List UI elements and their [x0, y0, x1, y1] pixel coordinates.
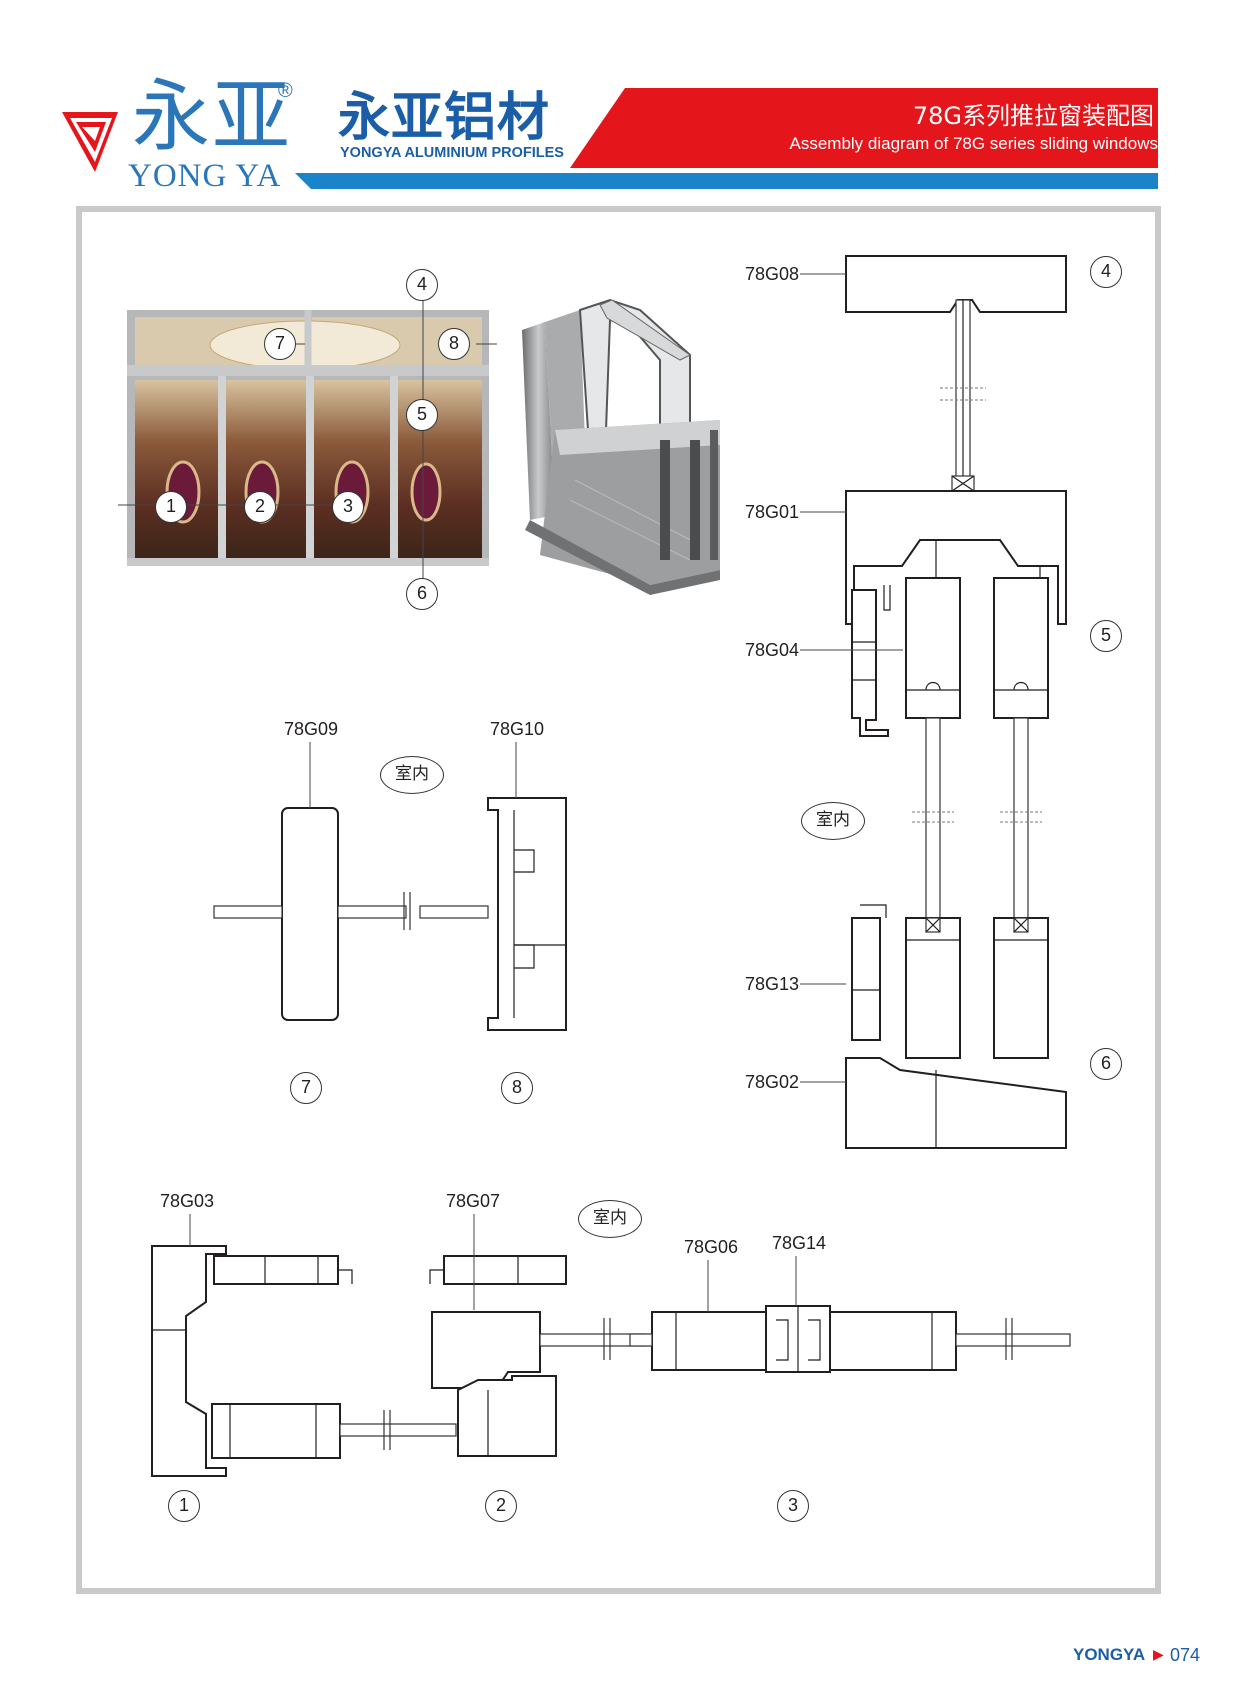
header-red-banner — [570, 88, 1158, 168]
page-title-chinese: 78G系列推拉窗装配图 — [912, 102, 1154, 130]
photo-callout-5: 5 — [406, 399, 438, 431]
marker-2: 2 — [485, 1490, 517, 1522]
code-78G02: 78G02 — [745, 1072, 800, 1092]
brand-chinese: 永亚铝材 — [338, 88, 551, 148]
photo-callout-1: 1 — [155, 491, 187, 523]
header-blue-stripe — [304, 173, 1158, 189]
marker-1: 1 — [168, 1490, 200, 1522]
code-78G10: 78G10 — [490, 719, 545, 739]
logo-english: YONG YA — [128, 158, 282, 194]
marker-3: 3 — [777, 1490, 809, 1522]
registered-mark: ® — [278, 80, 293, 102]
code-78G13: 78G13 — [745, 974, 800, 994]
photo-callout-2: 2 — [244, 491, 276, 523]
marker-5: 5 — [1090, 620, 1122, 652]
photo-callout-3: 3 — [332, 491, 364, 523]
profile-3d-render — [522, 298, 720, 595]
photo-callout-8: 8 — [438, 328, 470, 360]
code-78G01: 78G01 — [745, 502, 800, 522]
code-78G07: 78G07 — [446, 1191, 501, 1211]
brand-english: YONGYA ALUMINIUM PROFILES — [340, 145, 564, 161]
indoor-label-right: 室内 — [801, 802, 865, 840]
photo-callout-4: 4 — [406, 269, 438, 301]
logo-chinese: 永亚 — [132, 72, 293, 162]
code-78G04: 78G04 — [745, 640, 800, 660]
page-number: 074 — [1170, 1645, 1201, 1665]
marker-8: 8 — [501, 1072, 533, 1104]
code-78G09: 78G09 — [284, 719, 339, 739]
marker-6: 6 — [1090, 1048, 1122, 1080]
footer-brand: YONGYA — [1073, 1645, 1146, 1664]
photo-callout-7: 7 — [264, 328, 296, 360]
indoor-label-middle: 室内 — [380, 756, 444, 794]
logo-mark-icon — [62, 112, 118, 172]
code-78G08: 78G08 — [745, 264, 800, 284]
code-78G03: 78G03 — [160, 1191, 215, 1211]
indoor-label-bottom: 室内 — [578, 1200, 642, 1238]
marker-7: 7 — [290, 1072, 322, 1104]
footer-arrow-icon: ▶ — [1153, 1646, 1164, 1662]
code-78G14: 78G14 — [772, 1233, 827, 1253]
marker-4: 4 — [1090, 256, 1122, 288]
page-title-english: Assembly diagram of 78G series sliding w… — [789, 134, 1159, 153]
photo-callout-6: 6 — [406, 578, 438, 610]
code-78G06: 78G06 — [684, 1237, 739, 1257]
